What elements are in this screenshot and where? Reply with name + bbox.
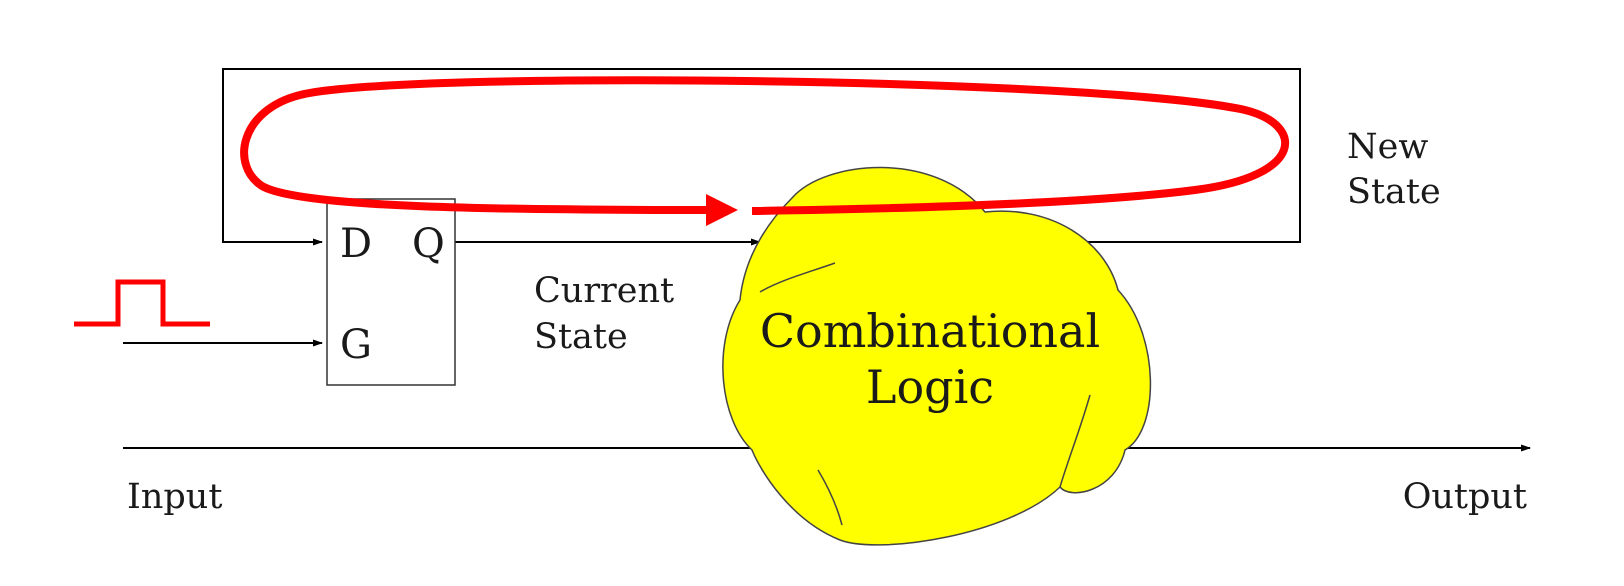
blob-inner-line-2	[1059, 394, 1091, 488]
latch-box	[326, 198, 456, 386]
new-state-label-line-1: New	[1347, 127, 1428, 167]
feedback-loop-arrow	[240, 76, 1289, 215]
combinational-logic-blob	[722, 166, 1152, 546]
output-label: Output	[1403, 477, 1527, 517]
feedback-loop-arrowhead	[706, 194, 738, 226]
blob-inner-line-1	[759, 262, 836, 293]
feedback-wire	[222, 68, 1301, 246]
current-state-label-line-2: State	[534, 317, 628, 357]
new-state-label-line-2: State	[1347, 172, 1441, 212]
logic-label-line-2: Logic	[866, 360, 994, 414]
logic-label-line-1: Combinational	[760, 304, 1100, 358]
latch-q-pin: Q	[412, 221, 445, 267]
latch-g-pin: G	[340, 322, 372, 368]
latch-d-pin: D	[340, 221, 372, 267]
clock-pulse-icon	[74, 279, 210, 327]
input-label: Input	[127, 477, 222, 517]
blob-inner-line-3	[817, 469, 843, 526]
current-state-label-line-1: Current	[534, 271, 674, 311]
